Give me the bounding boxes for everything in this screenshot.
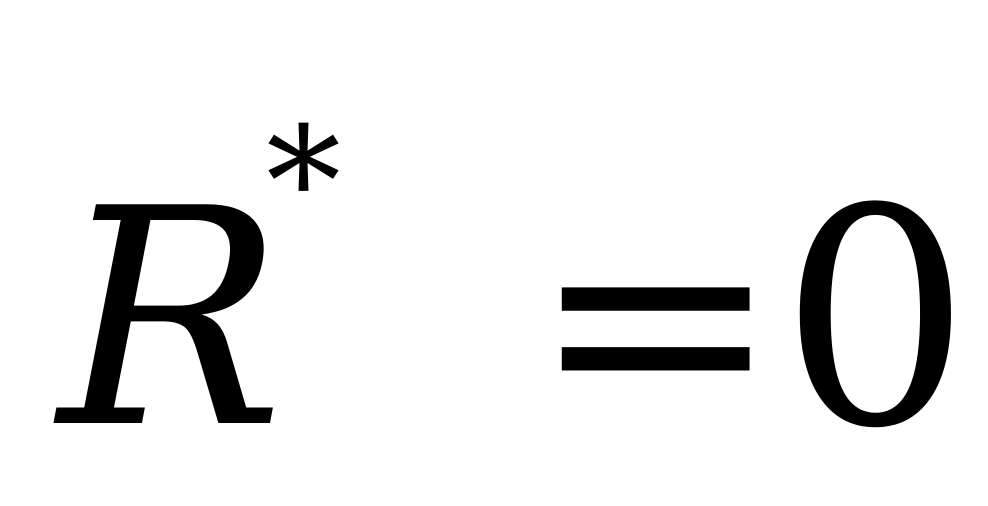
superscript-asterisk: *	[266, 96, 341, 270]
variable-r: R	[58, 145, 284, 494]
equals-sign: =	[530, 145, 782, 494]
value-zero: 0	[780, 145, 971, 494]
